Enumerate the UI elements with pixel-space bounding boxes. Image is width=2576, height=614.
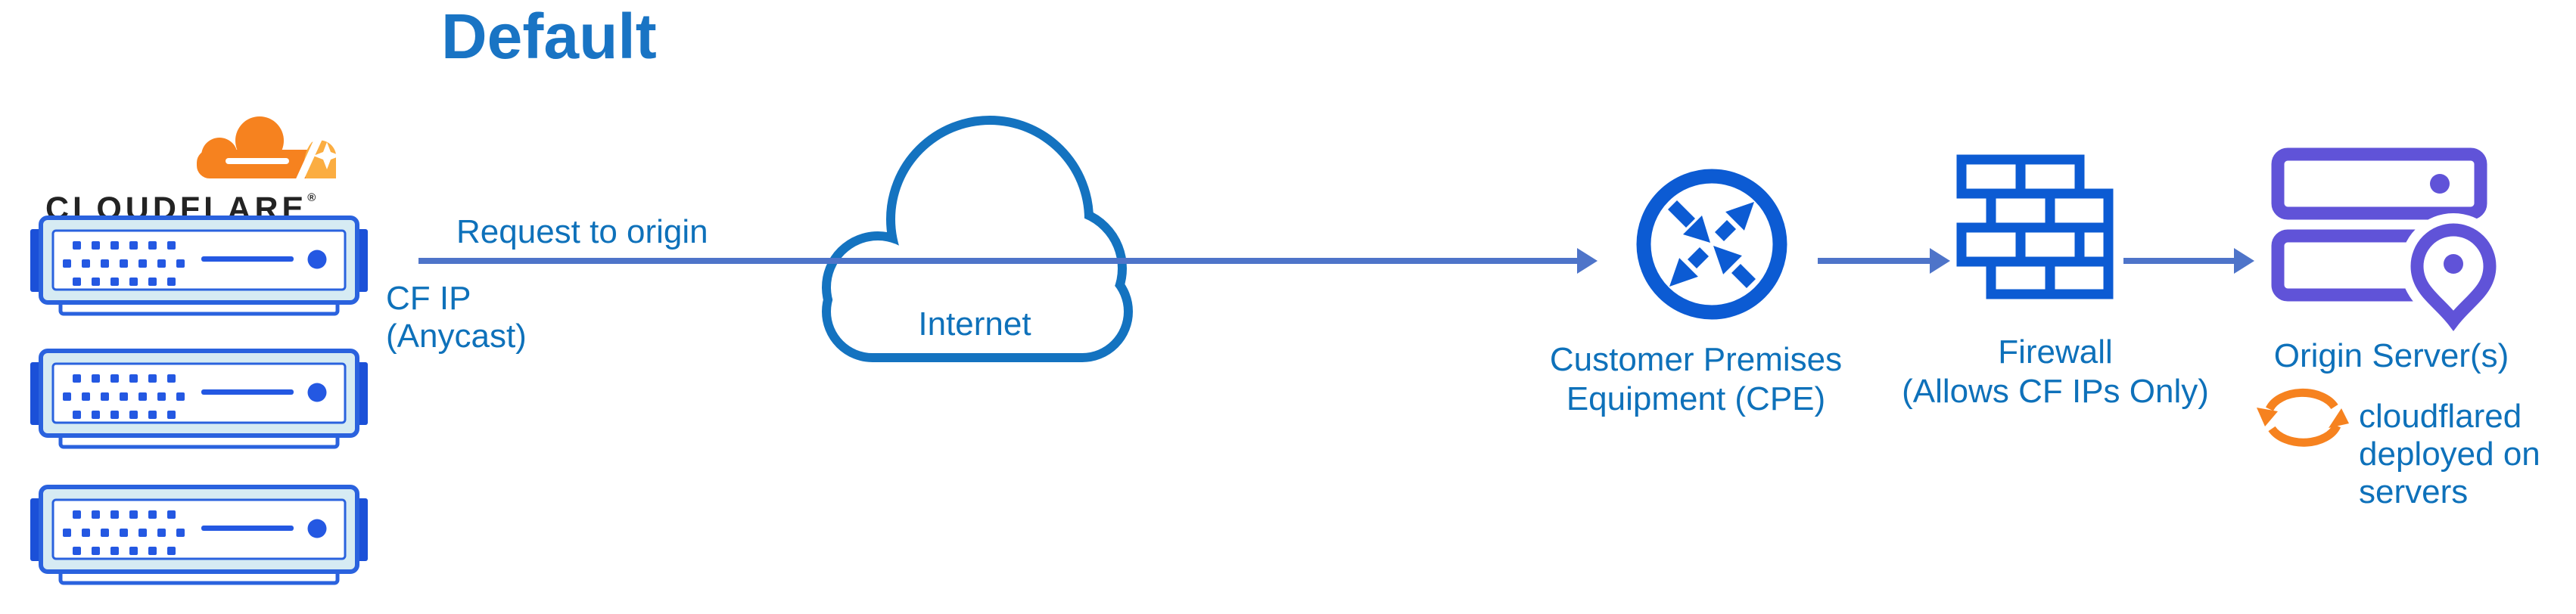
edge-server-icon-3: [30, 485, 368, 588]
edge-server-icon-1: [30, 216, 368, 319]
cloudflare-logo-cloud-icon: [197, 116, 341, 185]
flow-line-cf-to-cpe: [418, 258, 1577, 264]
page-title: Default: [441, 1, 657, 72]
internet-cloud-icon: [822, 116, 1133, 362]
firewall-label-line1: Firewall: [1998, 333, 2113, 371]
cpe-label: Customer Premises Equipment (CPE): [1544, 340, 1848, 419]
flow-line-cpe-to-firewall: [1818, 258, 1930, 264]
cpe-router-icon: [1636, 169, 1787, 320]
flow-arrowhead-cf-to-cpe: [1577, 248, 1598, 274]
origin-servers-icon: [2271, 147, 2507, 349]
registered-mark: ®: [307, 191, 316, 204]
cpe-label-line1: Customer Premises: [1549, 341, 1843, 378]
internet-label: Internet: [918, 305, 1031, 343]
cf-ip-anycast-label: CF IP (Anycast): [386, 280, 527, 355]
firewall-label: Firewall (Allows CF IPs Only): [1890, 333, 2220, 411]
cloudflared-sync-icon: [2257, 388, 2349, 447]
firewall-icon: [1956, 154, 2114, 299]
firewall-label-line2: (Allows CF IPs Only): [1902, 373, 2209, 410]
cloudflared-note: cloudflared deployed on servers: [2359, 398, 2540, 511]
cf-ip-label-line1: CF IP: [386, 280, 471, 317]
flow-arrowhead-cpe-to-firewall: [1930, 248, 1950, 274]
edge-server-icon-2: [30, 349, 368, 452]
cpe-label-line2: Equipment (CPE): [1566, 380, 1826, 417]
cf-ip-label-line2: (Anycast): [386, 318, 527, 355]
flow-line-firewall-to-origin: [2123, 258, 2234, 264]
request-to-origin-label: Request to origin: [456, 213, 708, 250]
cloudflared-note-line2: deployed on: [2359, 436, 2540, 473]
flow-arrowhead-firewall-to-origin: [2234, 248, 2254, 274]
cloudflared-note-line1: cloudflared: [2359, 398, 2522, 435]
origin-label: Origin Server(s): [2273, 337, 2509, 374]
cloudflared-note-line3: servers: [2359, 473, 2469, 510]
